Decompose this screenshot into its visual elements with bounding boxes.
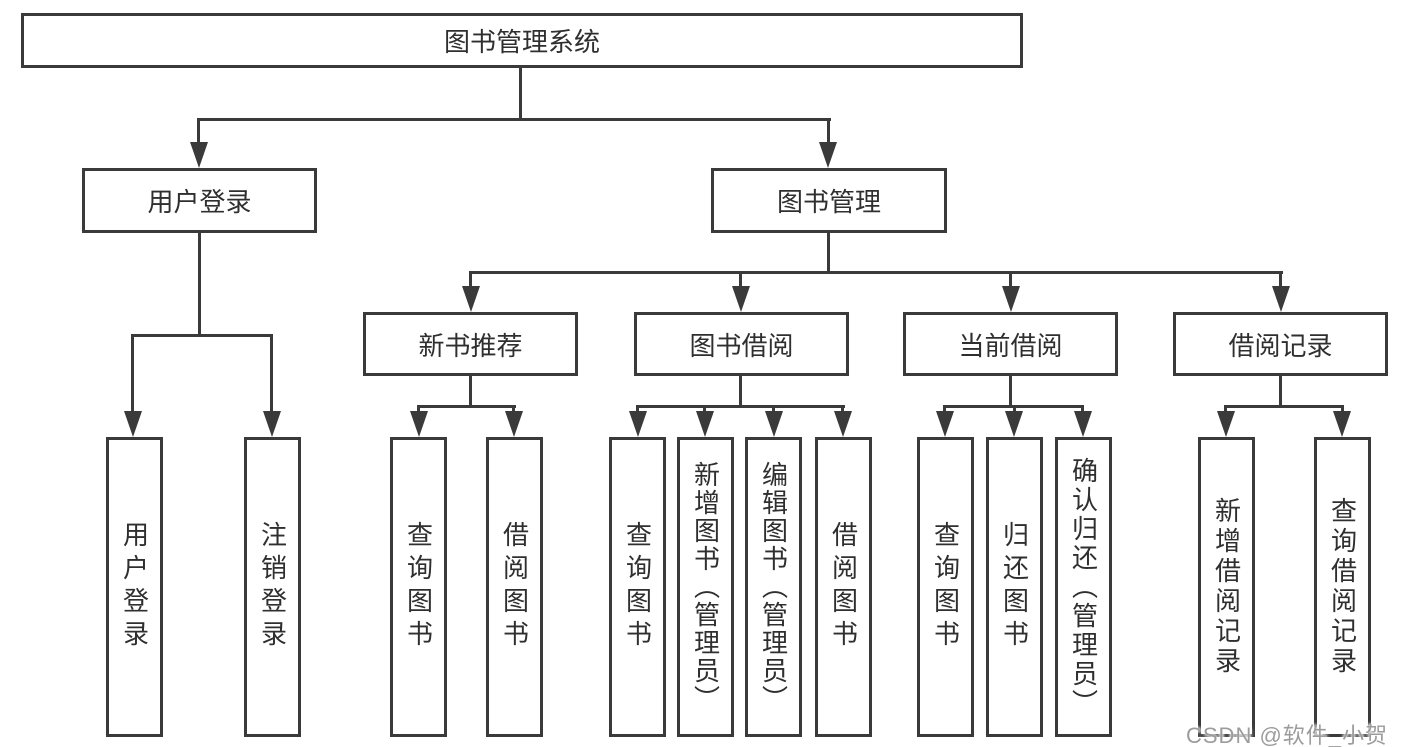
node-borrowing-records: 借阅记录: [1173, 312, 1388, 376]
node-current-borrowing: 当前借阅: [903, 312, 1118, 376]
connector-line: [469, 273, 472, 287]
connector-line: [1279, 376, 1282, 407]
arrowhead: [765, 411, 783, 437]
arrowhead: [1333, 411, 1351, 437]
arrowhead: [124, 411, 142, 437]
leaf-label: 用户登录: [119, 521, 150, 653]
leaf-label: 查询图书: [403, 521, 434, 653]
leaf-label: 查询图书: [622, 521, 653, 653]
leaf-user-login: 用户登录: [106, 437, 163, 737]
connector-line: [1224, 405, 1344, 408]
connector-line: [636, 405, 845, 408]
leaf-borrow-books: 借阅图书: [815, 437, 872, 737]
arrowhead: [263, 411, 281, 437]
connector-line: [943, 407, 946, 413]
connector-line: [1013, 407, 1016, 413]
leaf-confirm-return-admin: 确认归还（管理员）: [1055, 437, 1112, 737]
connector-line: [1279, 273, 1282, 287]
connector-line: [1081, 407, 1084, 413]
connector-line: [827, 120, 830, 146]
leaf-query-books-recommend: 查询图书: [390, 437, 447, 737]
connector-line: [1341, 407, 1344, 413]
arrowhead: [834, 411, 852, 437]
connector-line: [841, 407, 844, 413]
connector-line: [198, 233, 201, 336]
leaf-label: 新增图书（管理员）: [690, 461, 721, 713]
node-library-management-system: 图书管理系统: [21, 13, 1023, 68]
leaf-edit-book-admin: 编辑图书（管理员）: [745, 437, 802, 737]
connector-line: [1224, 407, 1227, 413]
leaf-label: 借阅图书: [499, 521, 530, 653]
arrowhead: [1002, 286, 1020, 312]
connector-line: [772, 407, 775, 413]
connector-line: [469, 271, 1283, 274]
node-label: 图书管理: [776, 187, 881, 217]
node-label: 借阅记录: [1228, 330, 1333, 361]
connector-line: [131, 334, 273, 337]
connector-line: [417, 407, 420, 413]
leaf-query-borrow-record: 查询借阅记录: [1314, 437, 1371, 737]
node-new-book-recommendation: 新书推荐: [363, 312, 578, 376]
connector-line: [197, 118, 831, 121]
leaf-query-books-borrowing: 查询图书: [609, 437, 666, 737]
leaf-borrow-books-recommend: 借阅图书: [486, 437, 543, 737]
arrowhead: [1272, 286, 1290, 312]
arrowhead: [732, 286, 750, 312]
connector-line: [270, 336, 273, 412]
connector-line: [417, 405, 516, 408]
connector-line: [1009, 376, 1012, 407]
connector-line: [197, 120, 200, 146]
connector-line: [636, 407, 639, 413]
node-label: 图书借阅: [689, 330, 794, 361]
arrowhead: [1217, 411, 1235, 437]
arrowhead: [410, 411, 428, 437]
leaf-label: 编辑图书（管理员）: [758, 461, 789, 713]
leaf-label: 查询借阅记录: [1327, 497, 1358, 677]
leaf-label: 借阅图书: [828, 521, 859, 653]
connector-line: [131, 336, 134, 412]
arrowhead: [1074, 411, 1092, 437]
node-user-login: 用户登录: [82, 168, 317, 233]
leaf-label: 新增借阅记录: [1211, 497, 1242, 677]
arrowhead: [505, 411, 523, 437]
leaf-add-borrow-record: 新增借阅记录: [1198, 437, 1255, 737]
node-label: 新书推荐: [418, 330, 523, 361]
leaf-label: 查询图书: [930, 521, 961, 653]
connector-line: [943, 405, 1084, 408]
leaf-logout: 注销登录: [244, 437, 301, 737]
connector-line: [519, 68, 522, 120]
arrowhead: [629, 411, 647, 437]
leaf-label: 确认归还（管理员）: [1068, 456, 1099, 718]
connector-line: [827, 233, 830, 273]
arrowhead: [462, 286, 480, 312]
connector-line: [739, 376, 742, 407]
node-label: 当前借阅: [958, 330, 1063, 361]
leaf-query-books-current: 查询图书: [917, 437, 974, 737]
arrowhead: [819, 142, 837, 168]
leaf-label: 注销登录: [257, 521, 288, 653]
node-book-borrowing: 图书借阅: [634, 312, 849, 376]
node-label: 图书管理系统: [443, 27, 600, 57]
connector-line: [703, 407, 706, 413]
arrowhead: [936, 411, 954, 437]
arrowhead: [696, 411, 714, 437]
node-book-management: 图书管理: [711, 168, 947, 233]
arrowhead: [190, 142, 208, 168]
connector-line: [469, 376, 472, 407]
leaf-label: 归还图书: [999, 521, 1030, 653]
leaf-add-book-admin: 新增图书（管理员）: [677, 437, 734, 737]
leaf-return-books: 归还图书: [986, 437, 1043, 737]
connector-line: [739, 273, 742, 287]
connector-line: [1009, 273, 1012, 287]
node-label: 用户登录: [147, 187, 252, 217]
arrowhead: [1005, 411, 1023, 437]
csdn-watermark: CSDN @软件_小贺同学: [1186, 723, 1389, 747]
connector-line: [512, 407, 515, 413]
